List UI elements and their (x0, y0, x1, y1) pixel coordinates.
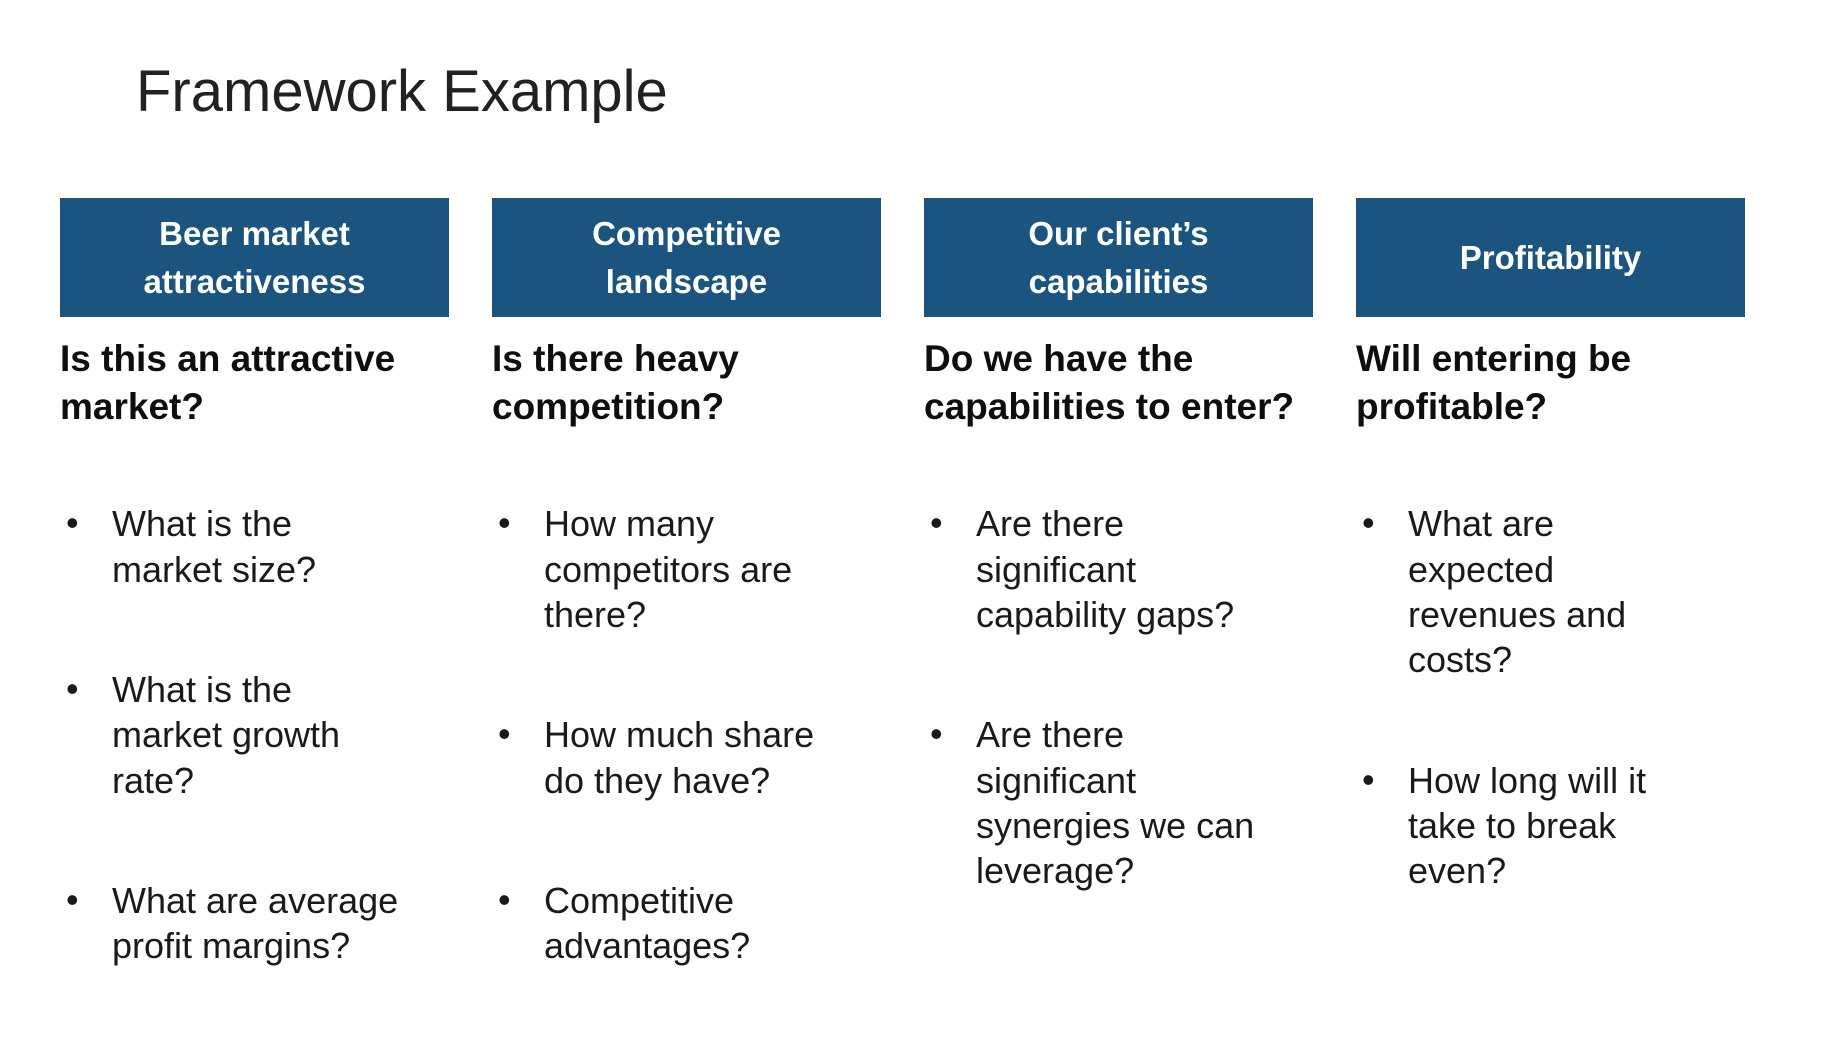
column-header-box: Profitability (1356, 198, 1745, 317)
column-profitability: Profitability Will entering be profitabl… (1356, 198, 1745, 969)
bullet-item: Competitive advantages? (492, 877, 881, 969)
bullet-item: How long will it take to break even? (1356, 757, 1745, 894)
bullet-list: What are expected revenues and costs? Ho… (1356, 500, 1745, 894)
bullet-item: What is the market growth rate? (60, 666, 449, 803)
framework-columns: Beer market attractiveness Is this an at… (60, 198, 1745, 969)
column-header-label: Beer market attractiveness (143, 214, 366, 300)
bullet-list: What is the market size? What is the mar… (60, 500, 449, 969)
column-header-box: Our client’s capabilities (924, 198, 1313, 317)
column-header-label: Profitability (1459, 238, 1642, 276)
column-question: Will entering be profitable? (1356, 338, 1632, 428)
column-header-box: Competitive landscape (492, 198, 881, 317)
column-beer-market-attractiveness: Beer market attractiveness Is this an at… (60, 198, 449, 969)
bullet-list: Are there significant capability gaps? A… (924, 500, 1313, 894)
page-title: Framework Example (136, 59, 668, 124)
column-competitive-landscape: Competitive landscape Is there heavy com… (492, 198, 881, 969)
column-question: Is this an attractive market? (60, 338, 396, 428)
column-header-label: Competitive landscape (592, 214, 781, 300)
column-header-box: Beer market attractiveness (60, 198, 449, 317)
column-question: Is there heavy competition? (492, 338, 739, 428)
bullet-item: What are average profit margins? (60, 877, 449, 969)
bullet-item: How many competitors are there? (492, 500, 881, 637)
bullet-item: How much share do they have? (492, 711, 881, 803)
bullet-item: Are there significant capability gaps? (924, 500, 1313, 637)
bullet-list: How many competitors are there? How much… (492, 500, 881, 969)
column-client-capabilities: Our client’s capabilities Do we have the… (924, 198, 1313, 969)
bullet-item: What are expected revenues and costs? (1356, 500, 1745, 682)
column-question: Do we have the capabilities to enter? (924, 338, 1295, 428)
bullet-item: Are there significant synergies we can l… (924, 711, 1313, 893)
bullet-item: What is the market size? (60, 500, 449, 592)
column-header-label: Our client’s capabilities (1028, 214, 1209, 300)
